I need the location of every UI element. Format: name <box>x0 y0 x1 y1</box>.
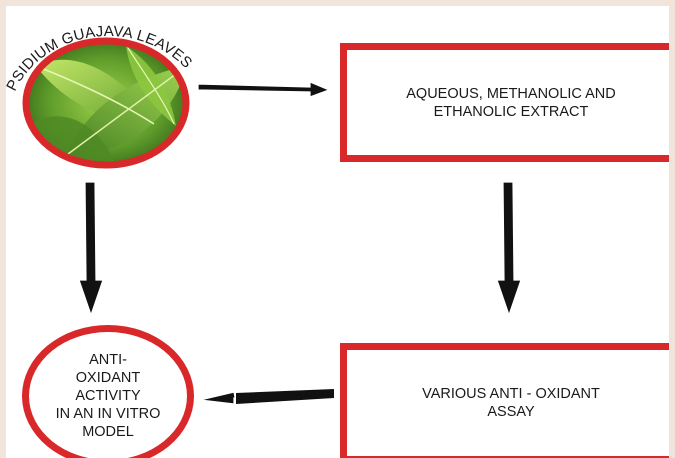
guava-leaves-photo <box>22 37 190 169</box>
assay-box: VARIOUS ANTI - OXIDANT ASSAY <box>340 343 669 458</box>
arrow-assay-to-activity <box>199 389 335 405</box>
extract-box: AQUEOUS, METHANOLIC AND ETHANOLIC EXTRAC… <box>340 43 669 162</box>
arrow-leaves-to-extract <box>197 81 331 98</box>
diagram-graphics: PSIDIUM GUAJAVA LEAVES <box>6 23 522 405</box>
arrow-leaves-to-activity <box>78 181 104 317</box>
activity-label: ANTI- OXIDANT ACTIVITY IN AN IN VITRO MO… <box>55 352 161 440</box>
assay-label: VARIOUS ANTI - OXIDANT ASSAY <box>422 386 600 420</box>
arrow-extract-to-assay <box>496 181 522 317</box>
activity-oval: ANTI- OXIDANT ACTIVITY IN AN IN VITRO MO… <box>22 325 194 458</box>
flowchart-canvas: PSIDIUM GUAJAVA LEAVES AQUEOUS, METHANOL… <box>6 6 669 458</box>
extract-label: AQUEOUS, METHANOLIC AND ETHANOLIC EXTRAC… <box>406 85 616 120</box>
